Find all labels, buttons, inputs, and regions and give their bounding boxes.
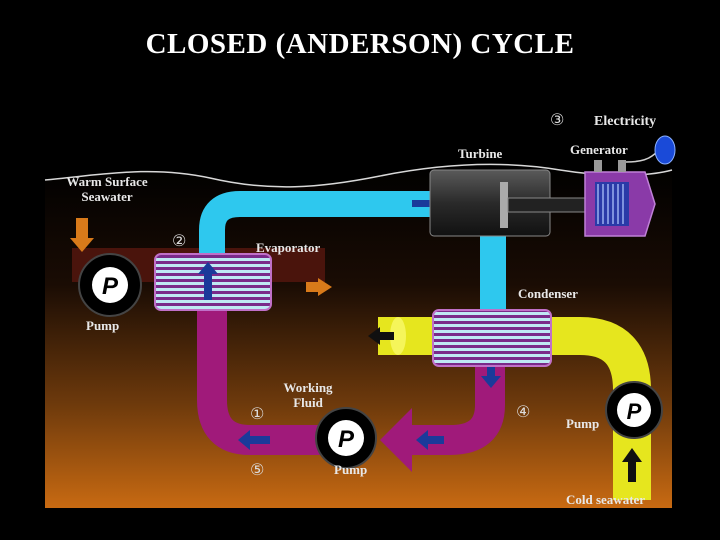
pump-bottom-letter: P: [338, 426, 355, 453]
working-text: Working: [283, 380, 333, 395]
page-title: CLOSED (ANDERSON) CYCLE: [145, 28, 575, 60]
exhaust-pipe: [480, 232, 506, 312]
fluid-text: Fluid: [293, 395, 323, 410]
pump-bottom-label: Pump: [334, 462, 368, 477]
generator-icon: [584, 149, 661, 237]
warm-water-arrow: [70, 218, 94, 252]
fluid-flow-arrow-left-bottom: [238, 430, 270, 450]
turbine-icon: [429, 169, 591, 237]
vapor-pipe: [199, 191, 440, 258]
cold-inlet-arrow: [622, 448, 642, 482]
working-fluid-pipe-right: [400, 365, 505, 455]
warm-surface-text: Warm Surface: [66, 174, 148, 189]
step-number-5: ⑤: [250, 460, 265, 479]
cold-seawater-label: Cold seawater: [566, 492, 646, 507]
cold-pipe-end: [390, 317, 406, 355]
condenser-exchanger: [432, 309, 552, 367]
evaporator-exchanger: [154, 253, 272, 311]
pump-right-label: Pump: [566, 416, 600, 431]
pump-right-letter: P: [627, 399, 642, 424]
fluid-flow-arrow-down: [481, 362, 501, 388]
working-fluid-funnel: [380, 408, 412, 472]
working-fluid-label: Working Fluid: [268, 380, 348, 410]
step-number-2: ②: [172, 231, 187, 250]
fluid-flow-arrow-left-right: [416, 430, 444, 450]
warm-surface-label: Warm Surface Seawater: [52, 174, 162, 204]
generator-label: Generator: [570, 142, 628, 157]
step-number-1: ①: [250, 404, 265, 423]
pump-right: [605, 381, 663, 439]
step-number-3: ③: [550, 110, 565, 129]
step-number-4: ④: [516, 402, 531, 421]
condenser-label: Condenser: [518, 286, 578, 301]
pump-left-letter: P: [102, 273, 119, 300]
electricity-label: Electricity: [594, 114, 657, 129]
turbine-label: Turbine: [458, 146, 503, 161]
lightbulb-icon: [654, 135, 676, 165]
evaporator-label: Evaporator: [256, 240, 321, 255]
warm-outlet-arrow: [306, 278, 332, 296]
pump-left-label: Pump: [86, 318, 120, 333]
pump-bottom: [315, 407, 377, 469]
seawater-text: Seawater: [81, 189, 133, 204]
vapor-flow-arrow-shaft: [412, 200, 434, 207]
pump-left: [78, 253, 142, 317]
cold-outlet-arrow: [368, 327, 394, 345]
